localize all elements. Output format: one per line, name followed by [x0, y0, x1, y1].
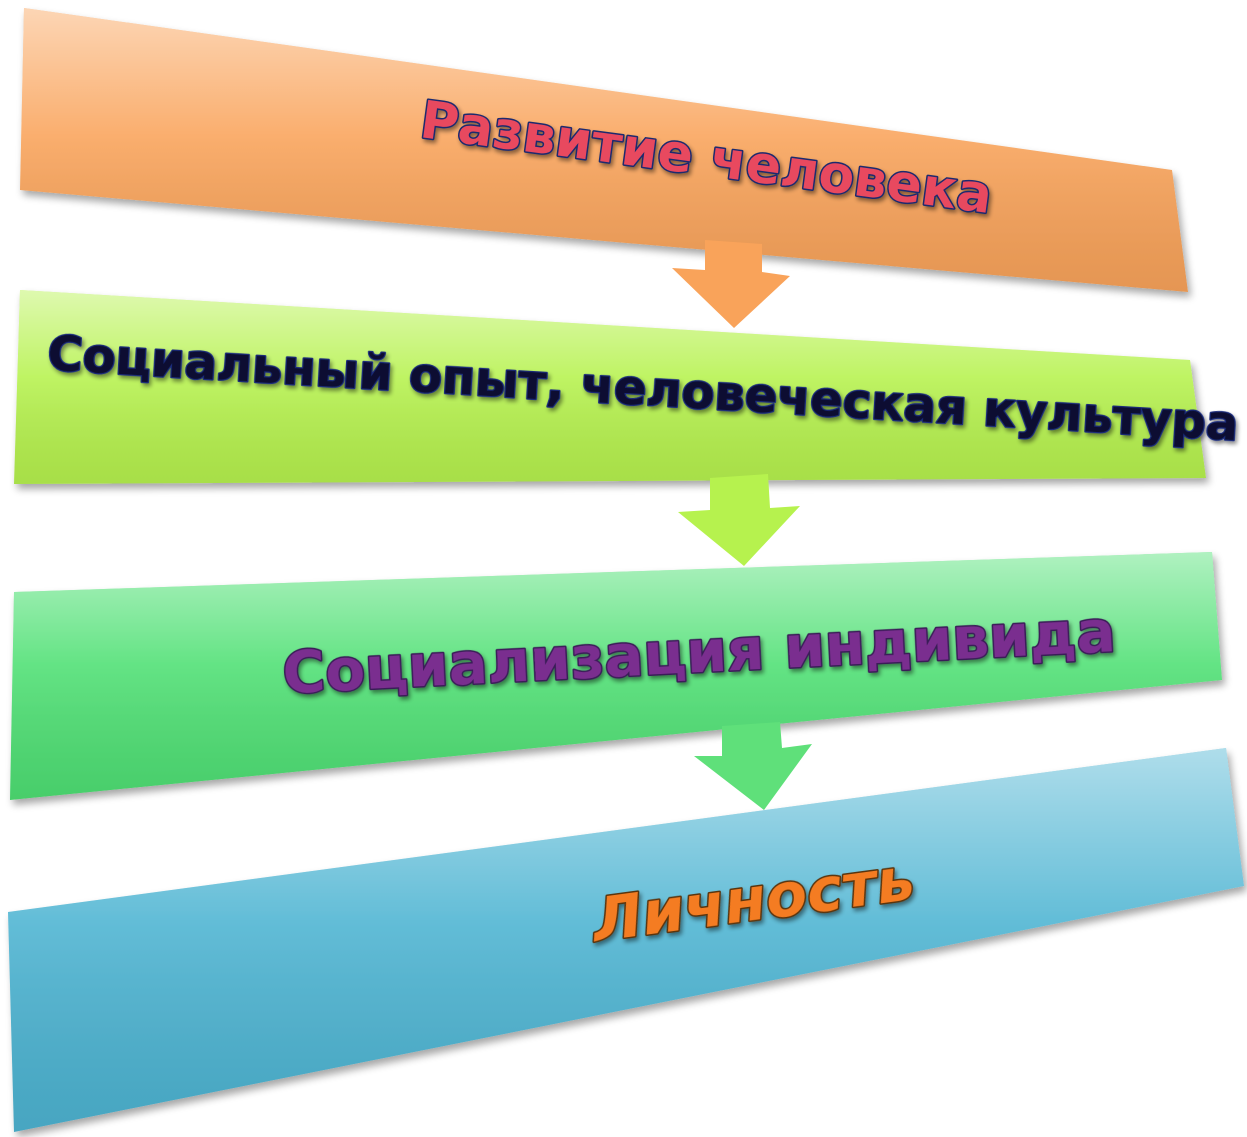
stage-1-band — [20, 8, 1188, 292]
stage-3-band — [10, 552, 1222, 800]
down-arrow-3 — [694, 722, 812, 810]
down-arrow-1 — [672, 240, 790, 328]
stage-2-band — [14, 290, 1206, 484]
stage-4-band — [8, 748, 1244, 1132]
down-arrow-2 — [678, 474, 800, 566]
